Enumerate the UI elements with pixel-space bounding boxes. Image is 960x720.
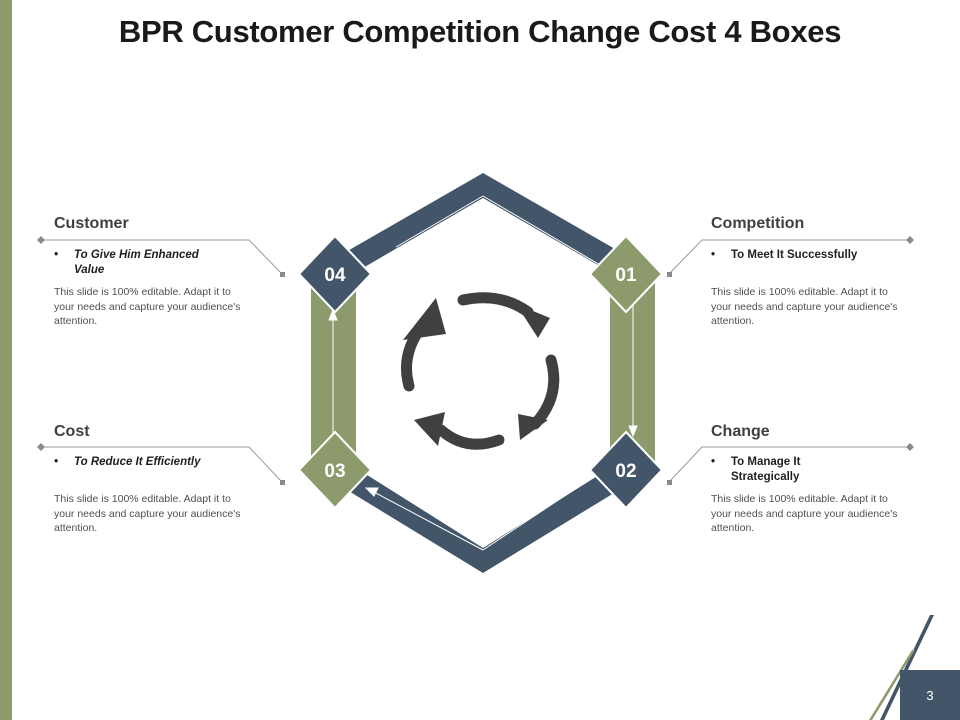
change-bullet: •To Manage It Strategically <box>711 456 801 483</box>
competition-description: This slide is 100% editable. Adapt it to… <box>711 286 898 327</box>
segment-bottom-left <box>311 468 483 573</box>
corner-decoration <box>869 615 934 720</box>
change-heading: Change <box>711 423 770 440</box>
segment-top-left <box>311 173 483 272</box>
page-number: 3 <box>900 670 960 720</box>
cost-description: This slide is 100% editable. Adapt it to… <box>54 493 241 534</box>
competition-heading: Competition <box>711 215 805 232</box>
step-number-02: 02 <box>615 461 636 482</box>
segment-top-right <box>483 173 655 272</box>
left-accent-bar <box>0 0 12 720</box>
step-badge-03: 03 <box>297 430 373 510</box>
cost-bullet: •To Reduce It Efficiently <box>54 456 201 468</box>
step-badge-01: 01 <box>588 234 664 314</box>
step-number-01: 01 <box>615 265 637 286</box>
step-number-04: 04 <box>324 265 346 286</box>
step-badge-02: 02 <box>588 430 664 510</box>
cost-heading: Cost <box>54 423 90 440</box>
slide-title: BPR Customer Competition Change Cost 4 B… <box>118 14 842 49</box>
circular-refresh-arrows-icon <box>401 292 560 450</box>
customer-heading: Customer <box>54 215 129 232</box>
step-number-03: 03 <box>324 461 345 482</box>
connector-lines <box>37 236 914 485</box>
competition-bullet: •To Meet It Successfully <box>711 249 858 261</box>
change-description: This slide is 100% editable. Adapt it to… <box>711 493 898 534</box>
step-badge-04: 04 <box>297 234 373 314</box>
customer-bullet: •To Give Him Enhanced Value <box>54 249 199 276</box>
customer-description: This slide is 100% editable. Adapt it to… <box>54 286 241 327</box>
